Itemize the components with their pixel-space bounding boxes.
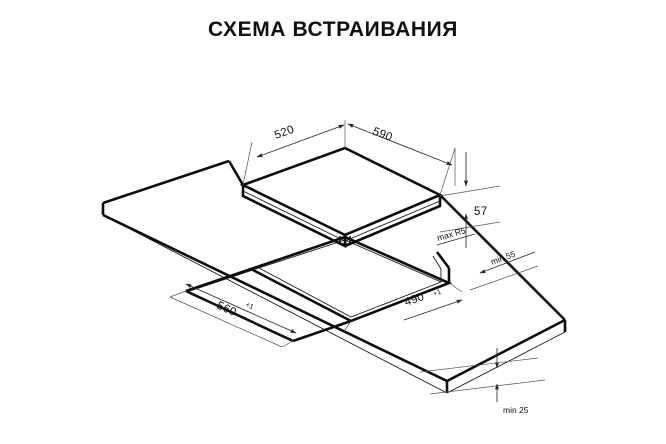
countertop-right-lower-edge [446, 331, 566, 394]
cooktop-front-locator-bracket [339, 236, 351, 245]
cooktop-right-side-face [344, 195, 442, 248]
dim-57-ext-top [439, 185, 501, 197]
dim-57-label: 57 [474, 206, 487, 218]
dimension-cooktop-height: 57 [439, 152, 501, 248]
dim-490-tolerance: +1 [432, 289, 442, 298]
dim-520-label: 520 [273, 124, 296, 142]
dim-490-ext-right [448, 282, 463, 293]
dim-min55-ext [469, 265, 539, 291]
dim-590-ext-right [439, 147, 456, 196]
cooktop-right-side-seam [344, 200, 441, 242]
countertop-notch-left-riser [227, 160, 245, 186]
dim-490-line [403, 299, 463, 321]
dim-590-line [347, 123, 453, 166]
countertop-right-top-edge [446, 318, 566, 383]
cooktop-top-face [243, 148, 440, 235]
dim-560-line [185, 283, 297, 334]
dim-560-tolerance: +1 [244, 301, 254, 311]
dim-520-line [256, 124, 345, 158]
dim-560-ext-left [169, 290, 187, 298]
dim-min55-line [479, 251, 536, 274]
dim-min25-ext-top [419, 357, 539, 373]
dim-520-ext-left [242, 141, 253, 186]
dim-57-ext-bottom [439, 221, 501, 233]
cutout-rim-front-lower [292, 319, 352, 343]
dim-490-ext-left [343, 320, 352, 332]
cutout-corner-radius-leader-inner [432, 255, 442, 270]
cooktop-left-side-seam [242, 190, 346, 242]
countertop-top-face [103, 158, 565, 381]
dim-590-label: 590 [371, 126, 394, 144]
page-title: СХЕМА ВСТРАИВАНИЯ [208, 18, 458, 41]
countertop-rear-right-edge [439, 194, 566, 321]
dim-min25-ext-bottom [429, 379, 546, 395]
dimension-cooktop-width: 590 [347, 123, 456, 196]
cutout-corner-radius-leader-edge [435, 251, 451, 269]
countertop-rear-left-edge [102, 159, 230, 205]
dim-min25-label: min 25 [503, 405, 529, 415]
dimension-min-front-gap: min 25 [419, 348, 546, 415]
dim-560-ext-right [281, 340, 294, 348]
dim-560-label: 560 [215, 300, 238, 319]
dim-maxr5-leader [436, 233, 476, 246]
